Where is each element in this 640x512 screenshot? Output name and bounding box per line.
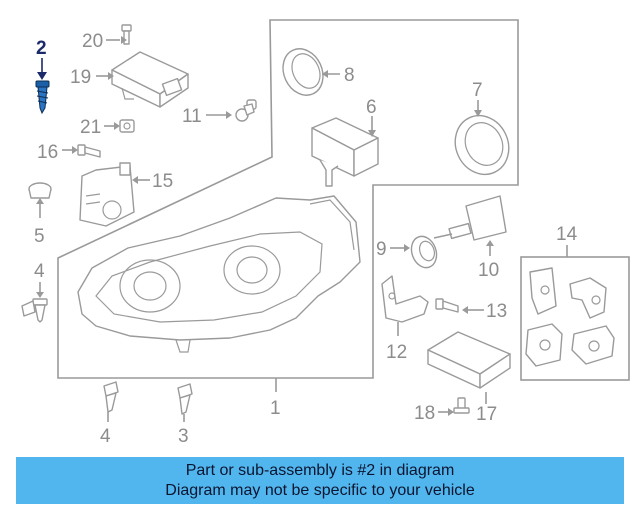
callout-5: 5 <box>34 226 45 247</box>
part-10-bulb[interactable] <box>433 195 507 256</box>
part-4-screw-upper[interactable] <box>21 282 48 323</box>
callout-14: 14 <box>556 224 578 245</box>
part-12-bracket[interactable] <box>381 275 429 336</box>
headlamp-assembly-frame <box>57 19 519 379</box>
part-3-screw[interactable] <box>177 383 193 422</box>
callout-8: 8 <box>344 65 355 86</box>
callout-1: 1 <box>270 398 281 419</box>
part-21-clip-nut[interactable] <box>104 119 135 133</box>
callout-12: 12 <box>386 342 407 363</box>
callout-18: 18 <box>414 403 435 424</box>
info-banner: Part or sub-assembly is #2 in diagram Di… <box>16 457 624 504</box>
callout-16: 16 <box>37 142 58 163</box>
part-20-bolt[interactable] <box>106 24 132 45</box>
callout-15: 15 <box>152 171 173 192</box>
banner-line-2: Diagram may not be specific to your vehi… <box>165 481 475 499</box>
part-1-headlamp[interactable] <box>77 195 361 392</box>
part-16-bolt[interactable] <box>62 144 101 158</box>
part-9-socket[interactable] <box>390 233 441 271</box>
callout-2: 2 <box>36 38 47 59</box>
part-4-screw-lower[interactable] <box>103 381 119 422</box>
part-17-ballast[interactable] <box>427 331 511 404</box>
part-15-adjuster[interactable] <box>79 162 150 227</box>
part-5-cap[interactable] <box>28 182 52 218</box>
part-14-bracket-set[interactable] <box>525 267 615 367</box>
callout-11: 11 <box>182 106 202 127</box>
part-6-motor[interactable] <box>311 116 379 187</box>
callout-9: 9 <box>376 239 387 260</box>
part-2-screw[interactable] <box>35 58 50 115</box>
callout-13: 13 <box>486 301 507 322</box>
part-18-bolt[interactable] <box>438 397 470 416</box>
callout-21: 21 <box>80 117 101 138</box>
callout-20: 20 <box>82 31 103 52</box>
bracket-group-frame <box>520 256 630 381</box>
banner-line-1: Part or sub-assembly is #2 in diagram <box>185 461 455 479</box>
callout-17: 17 <box>476 404 497 425</box>
callout-10: 10 <box>478 260 499 281</box>
callout-6: 6 <box>366 97 377 118</box>
callout-7: 7 <box>472 80 483 101</box>
part-13-screw[interactable] <box>435 298 484 314</box>
callout-4-lower: 4 <box>100 426 111 447</box>
callout-4-upper: 4 <box>34 261 45 282</box>
part-7-cover[interactable] <box>446 100 518 183</box>
callout-3: 3 <box>178 426 189 447</box>
part-19-control-module[interactable] <box>96 51 189 108</box>
callout-19: 19 <box>70 67 91 88</box>
part-11-bulb[interactable] <box>206 99 257 122</box>
part-8-seal-ring[interactable] <box>276 42 340 102</box>
